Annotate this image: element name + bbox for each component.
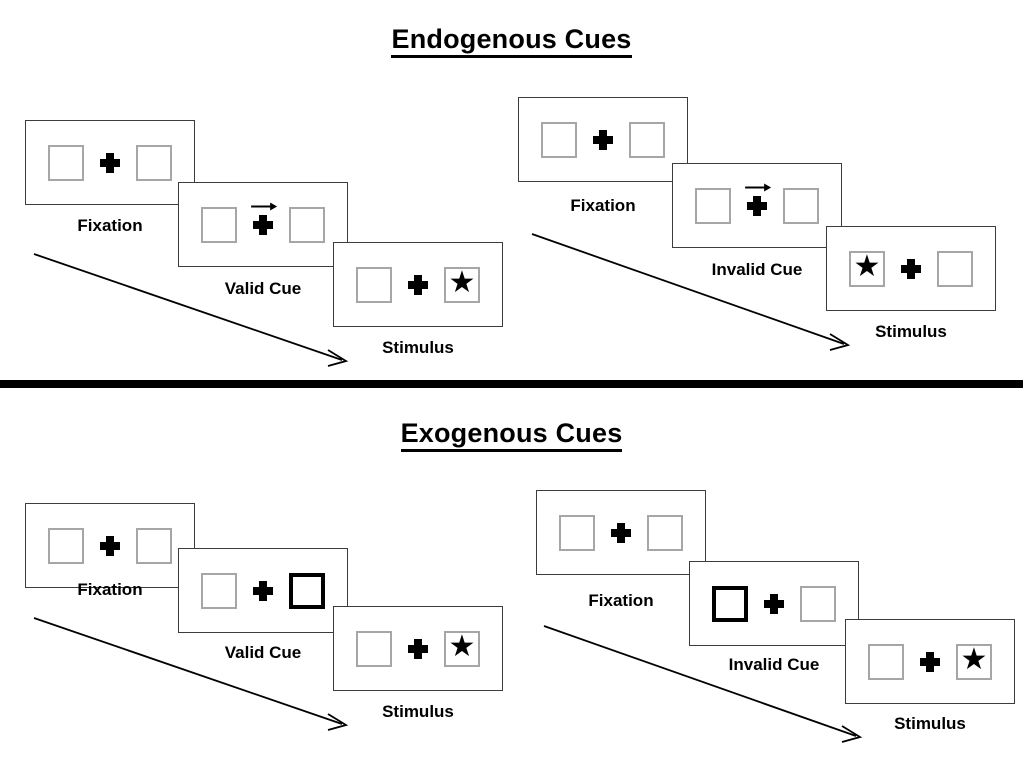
fixation-cross-icon <box>590 120 616 160</box>
section-title-endogenous-text: Endogenous Cues <box>391 24 632 58</box>
star-icon: ★ <box>448 266 476 299</box>
frame-content: ★ <box>868 642 992 682</box>
frame-label-invalid-cue: Invalid Cue <box>711 260 803 279</box>
star-icon: ★ <box>853 250 881 283</box>
frame-content <box>559 513 683 553</box>
target-box-right <box>136 527 172 564</box>
trial-frame-fixation <box>518 97 688 182</box>
target-box-right: ★ <box>444 266 480 303</box>
frame-label-stimulus: Stimulus <box>875 322 947 341</box>
target-box-right <box>783 187 819 224</box>
target-box-left <box>868 643 904 680</box>
arrow-right-icon <box>251 202 278 210</box>
frame-label-fixation: Fixation <box>77 216 143 235</box>
fixation-cross-icon <box>97 526 123 566</box>
frame-content <box>48 143 172 183</box>
target-box-left: ★ <box>849 250 885 287</box>
trial-frame-fixation <box>25 120 195 205</box>
trial-frame-stimulus: ★ <box>333 606 503 691</box>
target-box-left <box>695 187 731 224</box>
frame-content: ★ <box>849 249 973 289</box>
fixation-cross-icon <box>898 249 924 289</box>
frame-label-valid-cue: Valid Cue <box>224 279 302 298</box>
trial-frame-invalid-cue <box>689 561 859 646</box>
target-box-right <box>289 206 325 243</box>
frame-label-fixation: Fixation <box>77 580 143 599</box>
frame-content <box>48 526 172 566</box>
target-box-right <box>136 144 172 181</box>
frame-label-stimulus: Stimulus <box>382 702 454 721</box>
frame-label-invalid-cue: Invalid Cue <box>728 655 820 674</box>
target-box-right <box>800 585 836 622</box>
time-progression-arrow-icon <box>33 617 349 731</box>
section-divider <box>0 380 1023 388</box>
target-box-left <box>201 572 237 609</box>
frame-label-fixation: Fixation <box>570 196 636 215</box>
target-box-right: ★ <box>444 630 480 667</box>
frame-label-stimulus: Stimulus <box>382 338 454 357</box>
frame-label-valid-cue: Valid Cue <box>224 643 302 662</box>
target-box-right <box>629 121 665 158</box>
fixation-cross-icon <box>250 202 278 245</box>
frame-content: ★ <box>356 265 480 305</box>
fixation-cross-icon <box>917 642 943 682</box>
time-progression-arrow-icon <box>543 625 863 743</box>
fixation-cross-icon <box>744 183 772 226</box>
trial-frame-fixation <box>25 503 195 588</box>
target-box-right <box>937 250 973 287</box>
section-title-exogenous-text: Exogenous Cues <box>400 418 623 452</box>
target-box-left <box>541 121 577 158</box>
frame-content <box>541 120 665 160</box>
frame-content <box>201 202 325 245</box>
fixation-cross-icon <box>405 265 431 305</box>
target-box-left <box>559 514 595 551</box>
trial-frame-invalid-cue <box>672 163 842 248</box>
trial-frame-valid-cue <box>178 548 348 633</box>
trial-frame-valid-cue <box>178 182 348 267</box>
arrow-right-icon <box>745 183 772 191</box>
frame-content <box>201 571 325 611</box>
frame-content <box>695 183 819 226</box>
star-icon: ★ <box>448 630 476 663</box>
target-box-left-cued <box>712 585 748 622</box>
fixation-cross-icon <box>97 143 123 183</box>
time-progression-arrow-icon <box>531 233 851 351</box>
frame-label-fixation: Fixation <box>588 591 654 610</box>
trial-frame-stimulus: ★ <box>826 226 996 311</box>
frame-content: ★ <box>356 629 480 669</box>
target-box-right <box>647 514 683 551</box>
section-title-exogenous: Exogenous Cues <box>0 418 1023 452</box>
section-title-endogenous: Endogenous Cues <box>0 24 1023 58</box>
trial-frame-stimulus: ★ <box>845 619 1015 704</box>
star-icon: ★ <box>960 643 988 676</box>
trial-frame-stimulus: ★ <box>333 242 503 327</box>
fixation-cross-icon <box>250 571 276 611</box>
fixation-cross-icon <box>761 584 787 624</box>
target-box-left <box>201 206 237 243</box>
target-box-left <box>48 144 84 181</box>
trial-frame-fixation <box>536 490 706 575</box>
fixation-cross-icon <box>608 513 634 553</box>
target-box-right-cued <box>289 572 325 609</box>
target-box-left <box>48 527 84 564</box>
time-progression-arrow-icon <box>33 253 349 367</box>
fixation-cross-icon <box>405 629 431 669</box>
frame-content <box>712 584 836 624</box>
target-box-left <box>356 630 392 667</box>
target-box-right: ★ <box>956 643 992 680</box>
target-box-left <box>356 266 392 303</box>
frame-label-stimulus: Stimulus <box>894 714 966 733</box>
